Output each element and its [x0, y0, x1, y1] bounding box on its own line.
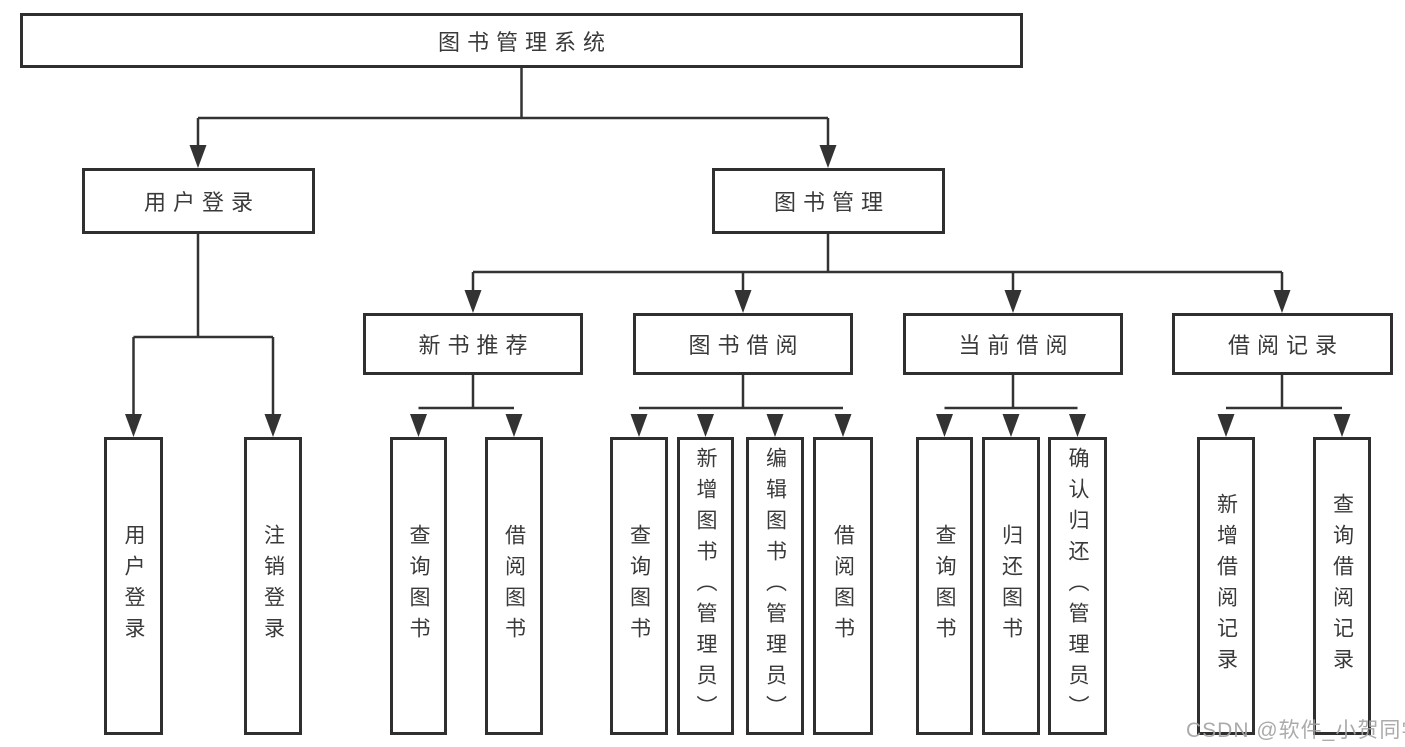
node-new-book-recommend-label: 新书推荐	[418, 333, 535, 358]
csdn-watermark: CSDN @软件_小贺同学	[1186, 719, 1405, 742]
leaf-query-books-current: 查询图书	[916, 437, 973, 735]
leaf-user-login: 用户登录	[104, 437, 163, 735]
node-user-login-label: 用户登录	[143, 190, 260, 215]
leaf-add-books-admin: 新增图书（管理员）	[677, 437, 734, 735]
node-book-management: 图书管理	[712, 168, 945, 234]
arrowheads	[125, 145, 1351, 437]
node-borrow-records-label: 借阅记录	[1227, 333, 1344, 358]
leaf-add-borrow-record: 新增借阅记录	[1197, 437, 1255, 735]
node-book-management-label: 图书管理	[773, 190, 890, 215]
node-book-borrowing-label: 图书借阅	[688, 333, 805, 358]
leaf-return-books: 归还图书	[982, 437, 1040, 735]
leaf-query-borrow-record: 查询借阅记录	[1313, 437, 1371, 735]
node-current-borrowing: 当前借阅	[903, 313, 1123, 375]
leaf-query-books-recommend: 查询图书	[390, 437, 447, 735]
leaf-edit-books-admin: 编辑图书（管理员）	[746, 437, 804, 735]
leaf-query-books-borrowing: 查询图书	[610, 437, 668, 735]
node-borrow-records: 借阅记录	[1172, 313, 1393, 375]
node-user-login: 用户登录	[82, 168, 315, 234]
node-new-book-recommend: 新书推荐	[363, 313, 583, 375]
leaf-confirm-return-admin: 确认归还（管理员）	[1048, 437, 1107, 735]
node-book-borrowing: 图书借阅	[633, 313, 853, 375]
node-root-label: 图书管理系统	[437, 29, 612, 55]
node-current-borrowing-label: 当前借阅	[958, 333, 1075, 358]
leaf-borrow-books-recommend: 借阅图书	[485, 437, 543, 735]
leaf-borrow-books: 借阅图书	[813, 437, 873, 735]
node-root: 图书管理系统	[20, 13, 1023, 68]
leaf-logout: 注销登录	[244, 437, 302, 735]
